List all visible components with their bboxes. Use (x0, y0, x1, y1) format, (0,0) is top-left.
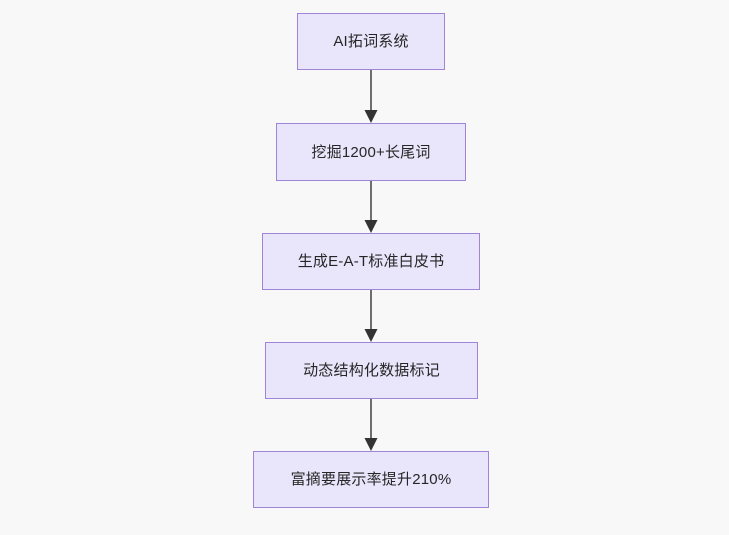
flowchart-node-longtail-keywords[interactable]: 挖掘1200+长尾词 (276, 123, 466, 181)
flowchart-node-structured-data-markup[interactable]: 动态结构化数据标记 (265, 342, 478, 399)
flowchart-node-label: 动态结构化数据标记 (303, 362, 440, 379)
flowchart-node-eat-whitepaper[interactable]: 生成E-A-T标准白皮书 (262, 233, 480, 290)
flowchart-node-label: AI拓词系统 (333, 33, 409, 50)
edge-n4-n5 (364, 399, 378, 451)
edge-n2-n3 (364, 181, 378, 233)
flowchart-node-label: 生成E-A-T标准白皮书 (297, 253, 445, 270)
flowchart-node-ai-keyword-system[interactable]: AI拓词系统 (297, 13, 445, 70)
flowchart-node-label: 富摘要展示率提升210% (290, 471, 452, 488)
flowchart-node-rich-snippet-result[interactable]: 富摘要展示率提升210% (253, 451, 489, 508)
flowchart-node-label: 挖掘1200+长尾词 (311, 143, 431, 161)
edge-n1-n2 (364, 70, 378, 123)
edge-n3-n4 (364, 290, 378, 342)
